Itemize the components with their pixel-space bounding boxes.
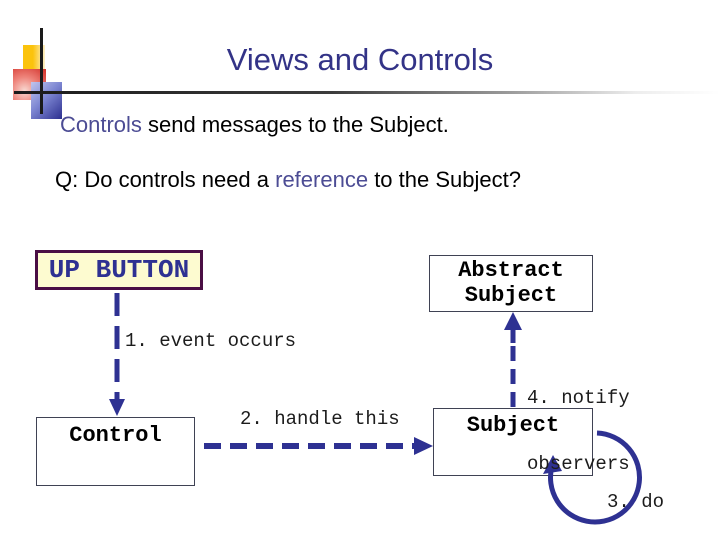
control-box: Control [36, 417, 195, 486]
body-line-2-highlight: reference [275, 167, 369, 192]
handle-this-arrow [204, 437, 433, 455]
up-button-label: UP BUTTON [48, 255, 190, 285]
body-line-2-end: to the Subject? [368, 167, 521, 192]
body-line-2: Q: Do controls need a reference to the S… [55, 167, 521, 193]
body-line-2-start: Q: Do controls need a [55, 167, 276, 192]
annotation-step2: 2. handle this [240, 408, 400, 430]
control-label: Control [69, 423, 162, 448]
notify-observers-arrow [504, 312, 522, 407]
annotation-step4-line2: observers [527, 453, 630, 475]
annotation-step1: 1. event occurs [125, 330, 297, 352]
title-underline-rule [14, 91, 720, 94]
up-button-box: UP BUTTON [35, 250, 203, 290]
decor-vertical-line [40, 28, 43, 114]
abstract-subject-box: Abstract Subject [429, 255, 593, 312]
event-occurs-arrow [109, 293, 125, 416]
abstract-subject-label-line2: Subject [464, 283, 558, 308]
body-line-1: Controls send messages to the Subject. [60, 112, 449, 138]
decor-yellow-square [23, 45, 45, 69]
abstract-subject-label-line1: Abstract [458, 258, 564, 283]
subject-label: Subject [466, 413, 560, 438]
decor-blue-square [31, 82, 62, 119]
annotation-step4: 4. notify observers [527, 343, 630, 519]
body-line-1-rest: send messages to the Subject. [141, 112, 449, 137]
body-line-1-highlight: Controls [60, 112, 142, 137]
slide-title: Views and Controls [226, 42, 494, 77]
annotation-step4-line1: 4. notify [527, 387, 630, 409]
